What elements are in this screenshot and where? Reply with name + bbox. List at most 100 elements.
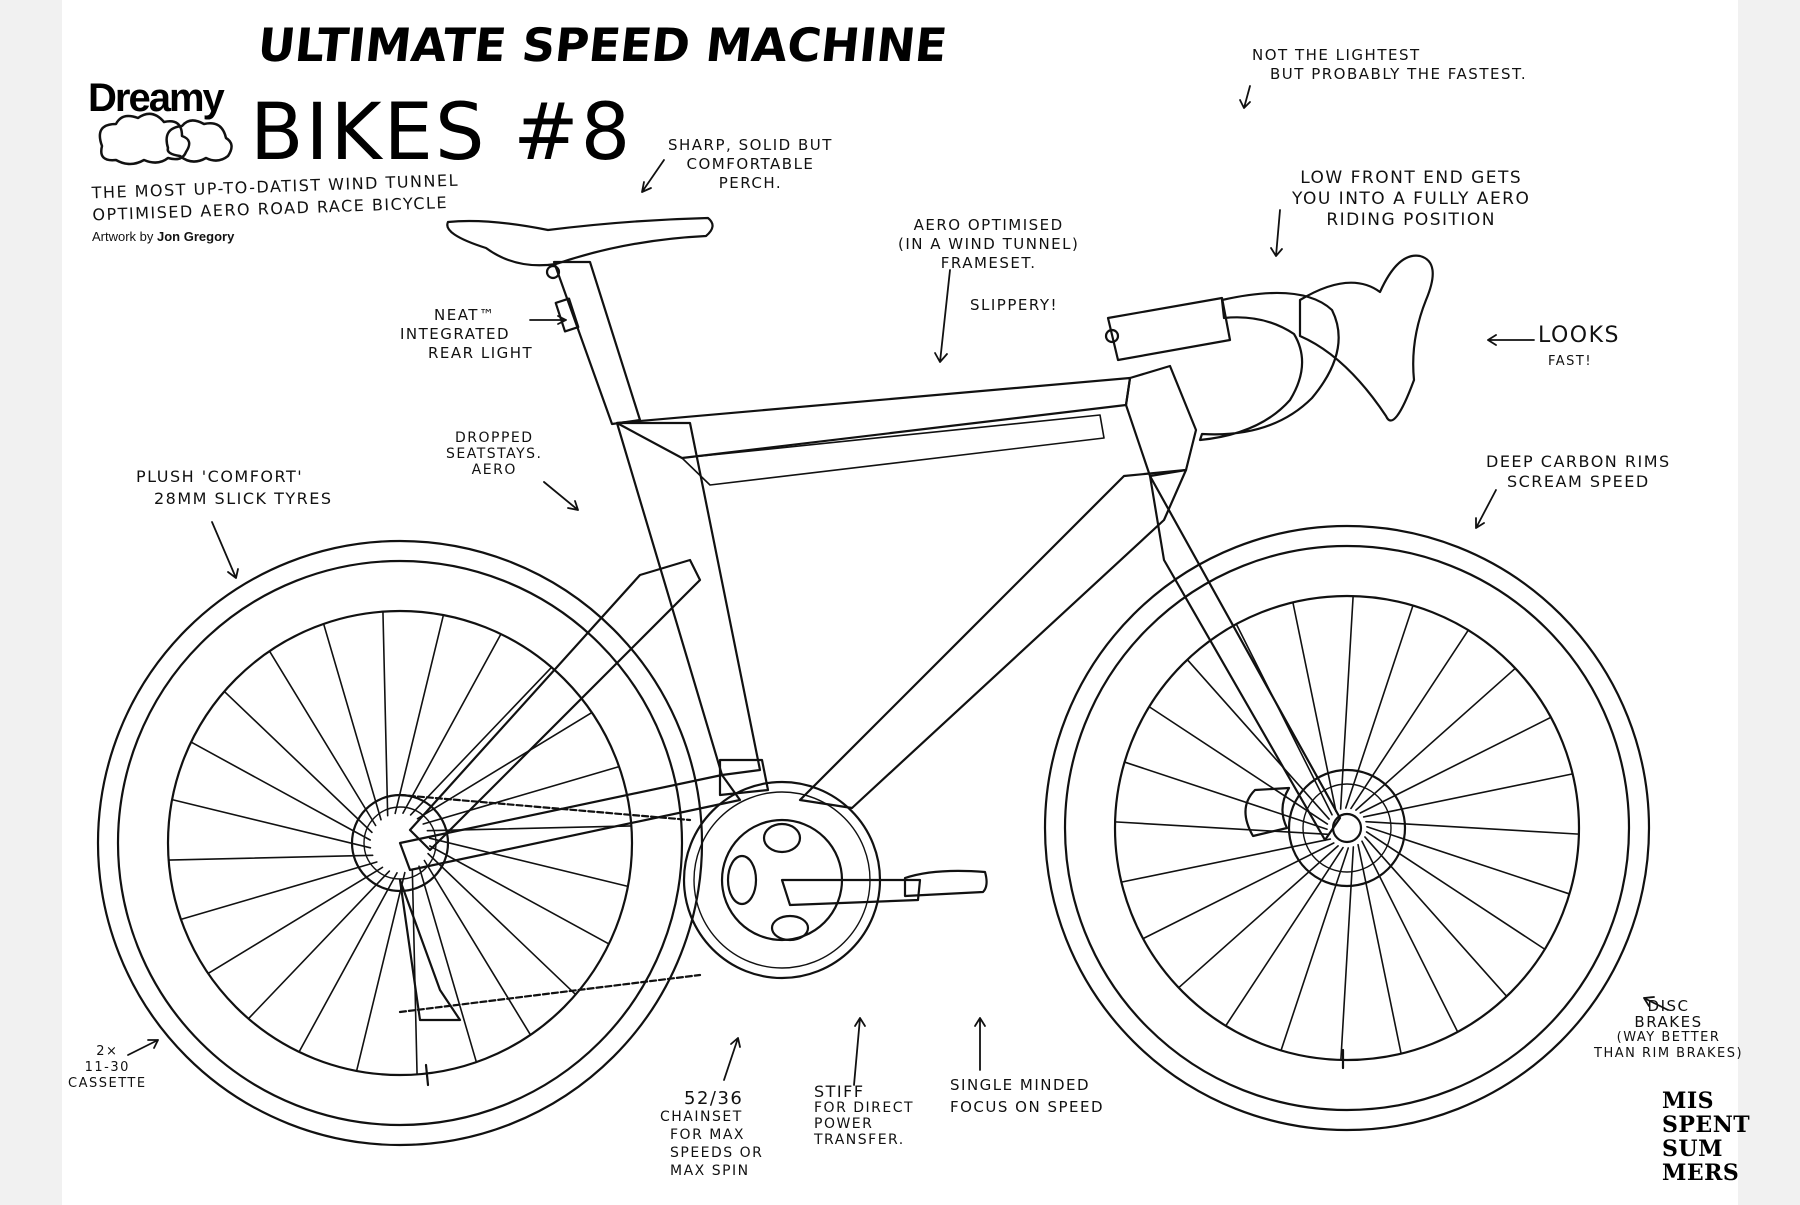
- seat-stay: [408, 558, 702, 852]
- logo-line-4: MERS: [1662, 1160, 1740, 1186]
- spoke: [1350, 629, 1470, 810]
- note-disc-line-3: (WAY BETTER: [1616, 1030, 1721, 1045]
- rear-rim: [166, 609, 634, 1077]
- note-single-minded: SINGLE MINDED FOCUS ON SPEED: [950, 1074, 1104, 1118]
- spoke: [1359, 716, 1552, 814]
- spoke: [1142, 842, 1335, 940]
- seat-post: [552, 260, 642, 426]
- spoke: [1357, 843, 1402, 1055]
- rear-derailleur: [398, 878, 462, 1022]
- spoke: [190, 741, 371, 841]
- page-margin-left: [0, 0, 62, 1205]
- spoke: [298, 872, 398, 1053]
- note-lightest: NOT THE LIGHTEST BUT PROBABLY THE FASTES…: [1252, 46, 1527, 84]
- note-disc-line-2: BRAKES: [1634, 1013, 1703, 1031]
- rear-valve: [424, 1063, 430, 1087]
- note-rims: DEEP CARBON RIMS SCREAM SPEED: [1486, 452, 1671, 492]
- brand-wordmark: Dreamy: [88, 76, 225, 120]
- note-rims-line-2: SCREAM SPEED: [1506, 472, 1650, 491]
- note-saddle: SHARP, SOLID BUT COMFORTABLE PERCH.: [668, 136, 833, 193]
- arrow-disc: [1643, 996, 1669, 1011]
- spoke: [418, 865, 478, 1063]
- fork: [1148, 474, 1342, 842]
- spoke: [1361, 840, 1459, 1033]
- note-looks: LOOKS: [1538, 323, 1620, 348]
- down-tube: [798, 468, 1188, 810]
- spoke: [223, 690, 373, 834]
- spoke: [411, 869, 418, 1076]
- page-margin-right: [1738, 0, 1800, 1205]
- spoke: [1340, 846, 1355, 1061]
- note-tyres-line-1: PLUSH 'COMFORT': [136, 467, 304, 486]
- spoke: [1292, 601, 1337, 813]
- spoke: [1177, 845, 1339, 989]
- note-saddle-line-1: SHARP, SOLID BUT: [668, 136, 833, 154]
- spoke: [1344, 604, 1414, 809]
- front-tyre-outer: [1043, 524, 1651, 1132]
- crank-arm: [780, 878, 922, 907]
- note-frameset-line-1: AERO OPTIMISED: [913, 216, 1064, 234]
- note-chainset-line-1: 52/36: [684, 1088, 744, 1109]
- note-cassette: 2× 11-30 CASSETTE: [68, 1044, 147, 1092]
- cockpit: [1104, 254, 1434, 442]
- note-chainset-line-3: FOR MAX: [670, 1127, 745, 1143]
- front-spokes: [1114, 595, 1580, 1061]
- note-disc-line-1: DISC: [1647, 997, 1690, 1015]
- front-tyre-inner: [1063, 544, 1631, 1112]
- spoke: [394, 614, 445, 815]
- arrow-lightest: [1239, 85, 1251, 109]
- arrow-rims: [1475, 489, 1497, 529]
- front-hub: [1331, 812, 1363, 844]
- arrow-saddle: [641, 159, 665, 193]
- artwork-credit: Artwork by Jon Gregory: [92, 229, 234, 244]
- front-wheel: [1043, 524, 1651, 1132]
- spoke: [1339, 595, 1354, 810]
- logo-line-1: MIS: [1662, 1088, 1715, 1114]
- front-brake-caliper: [1244, 786, 1291, 838]
- note-tyres-line-2: 28MM SLICK TYRES: [154, 489, 333, 508]
- note-rear-light-line-1: NEAT™: [434, 306, 496, 324]
- note-rear-light-line-3: REAR LIGHT: [428, 344, 534, 362]
- spoke: [1364, 836, 1508, 998]
- spoke: [423, 859, 532, 1036]
- spoke: [402, 633, 502, 814]
- spoke: [429, 845, 610, 945]
- brake-shifter-hood: [1298, 254, 1434, 422]
- logo-line-2: SPENT: [1662, 1112, 1751, 1138]
- front-derailleur: [718, 758, 770, 797]
- rear-light: [554, 297, 580, 333]
- front-disc-rotor: [1287, 768, 1407, 888]
- frame: [398, 260, 1342, 872]
- note-slippery: SLIPPERY!: [970, 296, 1059, 314]
- note-chainset: 52/36 CHAINSET FOR MAX SPEEDS OR MAX SPI…: [660, 1090, 763, 1180]
- arrow-cassette: [127, 1039, 159, 1056]
- drivetrain: [350, 758, 988, 1022]
- note-frameset-line-2: (IN A WIND TUNNEL): [898, 235, 1080, 253]
- spoke: [247, 870, 391, 1020]
- pedal: [903, 869, 988, 898]
- note-seatstays-line-3: AERO: [471, 462, 517, 478]
- note-lightest-line-2: BUT PROBABLY THE FASTEST.: [1270, 65, 1528, 83]
- spider-hole-1: [726, 854, 758, 906]
- note-frameset-line-3: FRAMESET.: [940, 254, 1037, 272]
- rear-wheel: [96, 539, 704, 1147]
- note-saddle-line-3: PERCH.: [718, 174, 783, 192]
- note-chainset-line-4: SPEEDS OR: [670, 1145, 764, 1161]
- chain-stay: [398, 773, 742, 872]
- note-cassette-line-2: 11-30: [84, 1060, 130, 1075]
- spoke: [355, 871, 406, 1072]
- note-rims-line-1: DEEP CARBON RIMS: [1486, 452, 1671, 471]
- note-saddle-line-2: COMFORTABLE: [686, 155, 815, 173]
- spoke: [1365, 831, 1546, 951]
- stem: [1106, 296, 1232, 362]
- note-front-end-line-2: YOU INTO A FULLY AERO: [1292, 189, 1531, 209]
- spider-hole-3: [770, 914, 810, 942]
- spoke: [207, 866, 384, 975]
- arrow-front-end: [1270, 209, 1283, 257]
- arrow-stiff: [853, 1017, 866, 1086]
- note-chainset-line-5: MAX SPIN: [670, 1163, 750, 1179]
- note-stiff-line-2: FOR DIRECT: [814, 1100, 915, 1116]
- front-rim: [1113, 594, 1581, 1062]
